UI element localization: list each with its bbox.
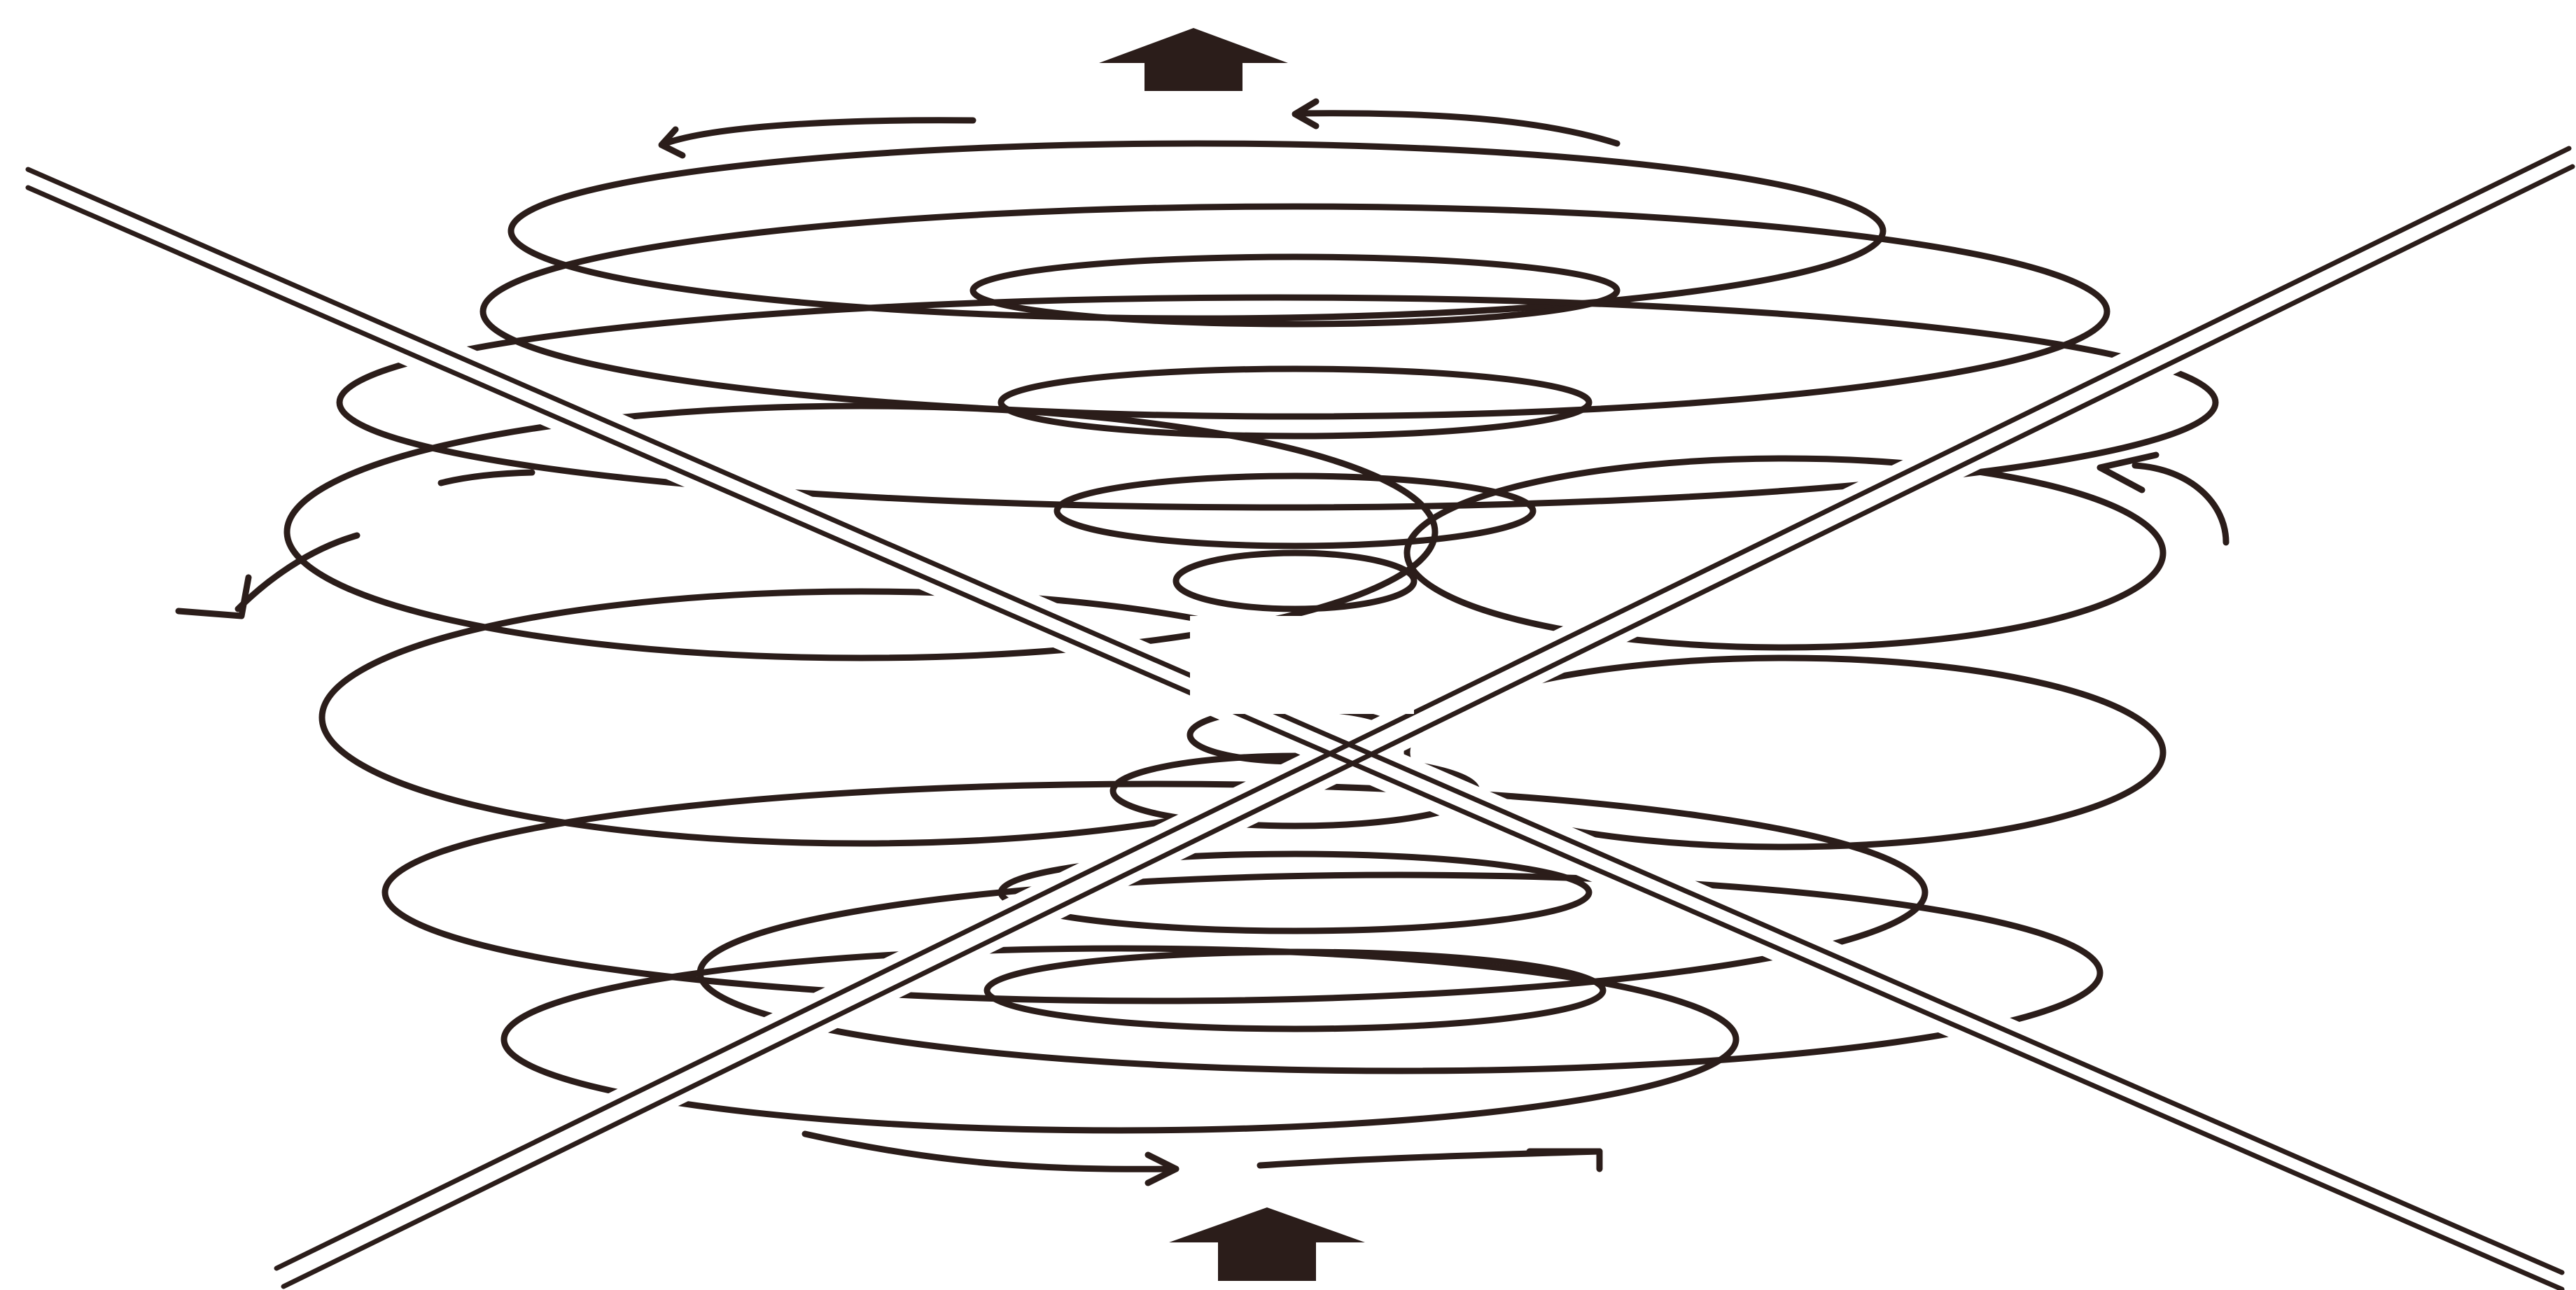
upper-loop-6 (1057, 476, 1533, 546)
up-arrow-top (1099, 28, 1288, 91)
upper-loop-5 (1001, 369, 1589, 436)
rotation-arrow-top-left (665, 120, 973, 143)
lower-vortex-loops (385, 708, 2100, 1130)
rotation-arrow-left (238, 535, 357, 609)
rotation-arrow-bottom-left (805, 1134, 1176, 1169)
upper-loop-1 (511, 143, 1883, 318)
upper-loop-2 (483, 206, 2107, 416)
rotation-arrow-top-right (1298, 113, 1617, 143)
upper-loop-3 (973, 257, 1617, 324)
lower-loop-7 (504, 948, 1736, 1130)
up-arrow-bottom (1169, 1207, 1365, 1281)
upper-loop-7 (1176, 553, 1414, 609)
center-gap (1190, 616, 1414, 714)
upper-vortex-loops (340, 143, 2216, 609)
